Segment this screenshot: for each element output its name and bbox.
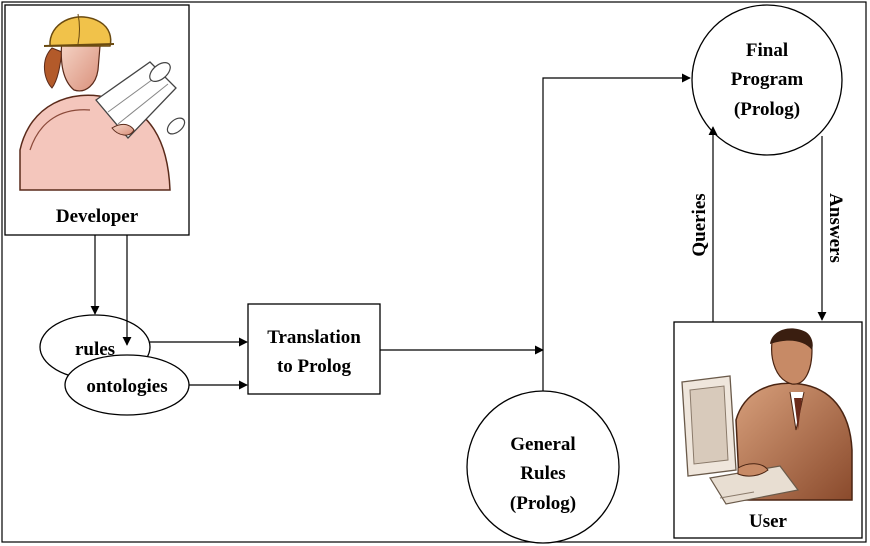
general-rules-label-line1: General <box>510 434 575 455</box>
developer-label: Developer <box>56 206 139 227</box>
ontologies-node: ontologies <box>64 354 190 416</box>
translation-node: Translation to Prolog <box>247 303 381 395</box>
translation-label-line2: to Prolog <box>277 356 352 377</box>
translation-label-line1: Translation <box>267 327 361 348</box>
arrow-general-to-final <box>542 73 691 391</box>
final-program-node: Final Program (Prolog) <box>691 4 843 156</box>
user-label: User <box>749 511 788 532</box>
general-rules-node: General Rules (Prolog) <box>466 390 620 544</box>
translation-box <box>247 303 381 395</box>
final-program-circle <box>691 4 843 156</box>
answers-label: Answers <box>825 193 846 263</box>
queries-label: Queries <box>689 193 710 256</box>
final-program-label-line3: (Prolog) <box>734 99 800 120</box>
general-rules-label-line2: Rules <box>520 463 565 484</box>
final-program-label-line2: Program <box>731 69 804 90</box>
general-rules-label-line3: (Prolog) <box>510 493 576 514</box>
final-program-label-line1: Final <box>746 40 788 61</box>
developer-node: Developer <box>4 4 190 236</box>
developer-illustration <box>19 13 186 191</box>
user-node: User <box>673 321 863 539</box>
ontologies-label: ontologies <box>86 376 167 397</box>
rules-label: rules <box>75 339 115 360</box>
user-illustration <box>681 328 853 505</box>
